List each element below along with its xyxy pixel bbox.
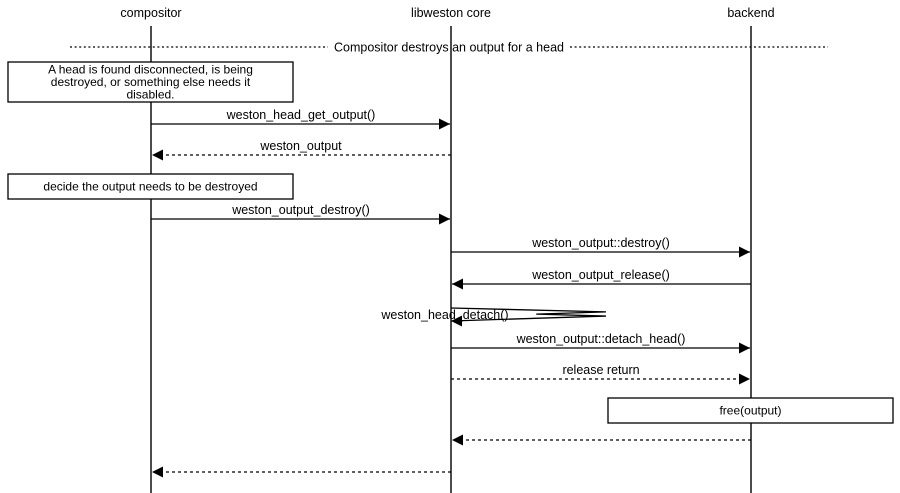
- messages-layer: weston_head_get_output() weston_outputwes…: [151, 108, 751, 478]
- message-label-msg-weston-output-release: weston_output_release(): [531, 268, 670, 282]
- note-note-head-disconnected: A head is found disconnected, is beingde…: [7, 61, 294, 103]
- arrowhead-msg-weston-output-return: [152, 149, 163, 161]
- arrowhead-msg-destroy-return: [152, 466, 163, 478]
- notes-layer: A head is found disconnected, is beingde…: [7, 61, 894, 424]
- note-box-note-decide-destroy: [7, 173, 294, 200]
- message-msg-release-return: release return: [451, 363, 750, 385]
- note-line: disabled.: [126, 87, 174, 101]
- message-msg-weston-head-get-output: weston_head_get_output(): [151, 108, 450, 130]
- message-label-msg-weston-output-destroy: weston_output_destroy(): [231, 203, 370, 217]
- arrowhead-msg-weston-head-detach: [451, 315, 462, 327]
- arrowhead-msg-weston-output-destroy: [439, 213, 450, 225]
- arrowhead-msg-free-return: [452, 434, 463, 446]
- message-label-msg-weston-output-return: weston_output: [259, 139, 342, 153]
- participant-label-libweston-core: libweston core: [411, 6, 491, 20]
- message-label-msg-weston-output-destroy-vfunc: weston_output::destroy(): [531, 236, 670, 250]
- message-msg-weston-output-detach-head: weston_output::detach_head(): [451, 332, 750, 354]
- note-note-decide-destroy: decide the output needs to be destroyed: [7, 173, 294, 200]
- message-msg-free-return: [452, 434, 751, 446]
- note-box-note-free-output: [607, 397, 894, 424]
- divider-layer: Compositor destroys an output for a head: [70, 41, 828, 55]
- message-msg-weston-output-return: weston_output: [152, 139, 451, 161]
- message-msg-destroy-return: [152, 466, 451, 478]
- message-label-msg-weston-output-detach-head: weston_output::detach_head(): [516, 332, 686, 346]
- message-label-msg-weston-head-get-output: weston_head_get_output(): [226, 108, 376, 122]
- participant-label-compositor: compositor: [120, 6, 181, 20]
- note-line: decide the output needs to be destroyed: [43, 179, 257, 193]
- message-msg-weston-output-destroy-vfunc: weston_output::destroy(): [451, 236, 750, 258]
- message-self-loop-msg-weston-head-detach: [450, 307, 607, 322]
- note-box-note-head-disconnected: [7, 61, 294, 103]
- note-line: A head is found disconnected, is being: [48, 62, 253, 76]
- arrowhead-msg-weston-output-release: [452, 278, 463, 290]
- message-msg-weston-head-detach: weston_head_detach(): [380, 307, 607, 327]
- divider-label: Compositor destroys an output for a head: [334, 41, 564, 55]
- note-line: free(output): [719, 403, 781, 417]
- arrowhead-msg-weston-output-detach-head: [739, 342, 750, 354]
- message-msg-weston-output-destroy: weston_output_destroy(): [151, 203, 450, 225]
- arrowhead-msg-release-return: [739, 373, 750, 385]
- arrowhead-msg-weston-output-destroy-vfunc: [739, 246, 750, 258]
- message-label-msg-weston-head-detach: weston_head_detach(): [380, 308, 508, 322]
- participant-headers-layer: compositor libweston core backend: [120, 6, 774, 20]
- note-note-free-output: free(output): [607, 397, 894, 424]
- arrowhead-msg-weston-head-get-output: [439, 118, 450, 130]
- message-msg-weston-output-release: weston_output_release(): [452, 268, 751, 290]
- note-line: destroyed, or something else needs it: [51, 75, 251, 89]
- message-label-msg-release-return: release return: [562, 363, 639, 377]
- participant-label-backend: backend: [727, 6, 774, 20]
